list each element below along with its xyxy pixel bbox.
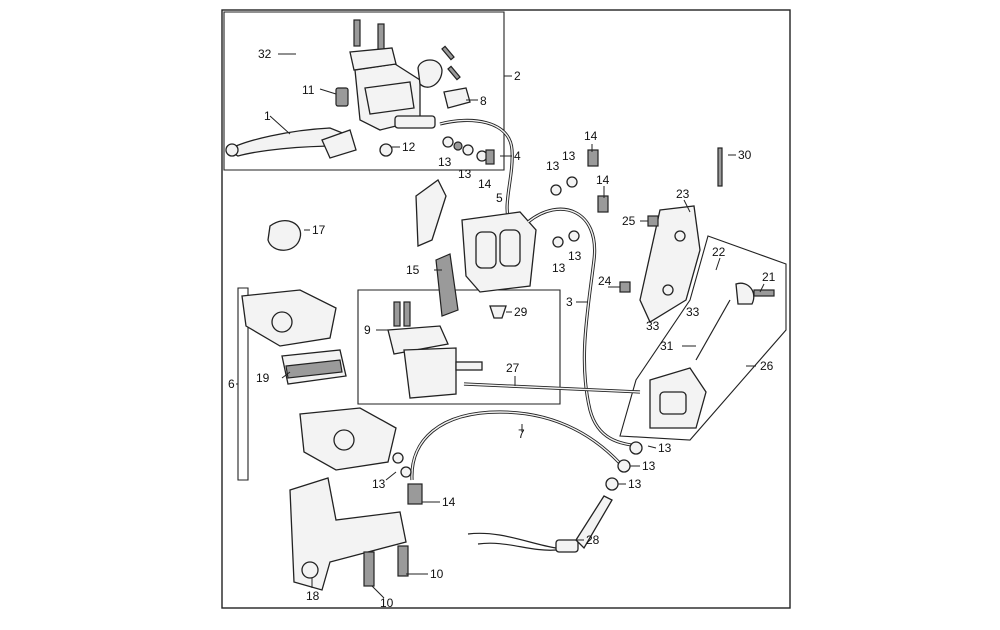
callout-12: 12	[402, 140, 416, 154]
clamp-bracket-8	[443, 87, 471, 109]
callout-33-a: 33	[686, 305, 700, 319]
caliper-bracket-5	[415, 179, 447, 247]
diagram-frame	[221, 9, 791, 609]
bleeder-29	[489, 305, 507, 319]
pedal-assembly-26	[649, 282, 775, 429]
callout-14-c: 14	[596, 173, 610, 187]
callout-13-g: 13	[658, 441, 672, 455]
callout-23: 23	[676, 187, 690, 201]
callout-15: 15	[406, 263, 420, 277]
bolts-10	[363, 545, 409, 587]
callout-17: 17	[312, 223, 326, 237]
callout-4: 4	[514, 149, 521, 163]
callout-25: 25	[622, 214, 636, 228]
callout-30: 30	[738, 148, 752, 162]
bolt-25	[647, 215, 659, 227]
switch-wires-28	[467, 532, 557, 551]
callout-28: 28	[586, 533, 600, 547]
rear-master-cylinder-9	[387, 301, 483, 399]
callout-10-b: 10	[380, 596, 394, 610]
front-caliper	[461, 211, 537, 293]
callout-13-c: 13	[546, 159, 560, 173]
callout-21: 21	[762, 270, 776, 284]
callout-27: 27	[506, 361, 520, 375]
clip-17	[267, 220, 302, 251]
callout-19: 19	[256, 371, 270, 385]
hose-3	[526, 207, 641, 448]
group-outline-master-cylinder	[223, 11, 505, 171]
caliper-bracket-18	[289, 477, 407, 591]
hose-4	[439, 118, 514, 227]
mirror-clamp	[417, 45, 461, 88]
leader-lines	[236, 53, 765, 599]
callout-14-a: 14	[478, 177, 492, 191]
washers-13-upper	[442, 136, 488, 162]
callout-29: 29	[514, 305, 528, 319]
callout-14-d: 14	[442, 495, 456, 509]
bolt-14-group	[485, 149, 609, 213]
strap-30	[717, 147, 723, 187]
callout-24: 24	[598, 274, 612, 288]
group-outline-pedal-assembly	[619, 235, 787, 441]
reservoir-cap-bolts	[349, 19, 397, 71]
bolt-14-lower	[407, 483, 423, 505]
pad-set-19	[281, 349, 347, 385]
callout-10-a: 10	[430, 567, 444, 581]
callout-1: 1	[264, 109, 271, 123]
bolt-11	[335, 87, 349, 107]
callout-13-a: 13	[438, 155, 452, 169]
group-outline-caliper-set	[237, 287, 249, 481]
callout-14-b: 14	[584, 129, 598, 143]
rear-caliper-body	[299, 407, 397, 471]
washer-13-group-mid	[550, 176, 580, 248]
callout-26: 26	[760, 359, 774, 373]
callout-8: 8	[480, 94, 487, 108]
callout-6: 6	[228, 377, 235, 391]
callout-13-h: 13	[642, 459, 656, 473]
callout-33-b: 33	[646, 319, 660, 333]
caliper-bracket-upper	[241, 289, 337, 347]
callout-31: 31	[660, 339, 674, 353]
callout-3: 3	[566, 295, 573, 309]
callout-13-j: 13	[628, 477, 642, 491]
callout-13-i: 13	[372, 477, 386, 491]
callout-2: 2	[514, 69, 521, 83]
callout-18: 18	[306, 589, 320, 603]
bolt-24	[619, 281, 631, 293]
callout-13-f: 13	[552, 261, 566, 275]
callout-13-d: 13	[562, 149, 576, 163]
callout-5: 5	[496, 191, 503, 205]
callout-13-e: 13	[568, 249, 582, 263]
pedal-bracket-23	[639, 205, 701, 323]
callout-11: 11	[302, 83, 315, 97]
callout-7: 7	[518, 427, 525, 441]
callout-9: 9	[364, 323, 371, 337]
callout-13-b: 13	[458, 167, 472, 181]
nut-12	[379, 143, 393, 157]
callout-22: 22	[712, 245, 726, 259]
brake-lever	[225, 127, 357, 159]
brake-pads-15	[435, 253, 459, 317]
master-cylinder-body	[354, 63, 436, 131]
brake-switch-28	[555, 495, 613, 553]
callout-32: 32	[258, 47, 272, 61]
